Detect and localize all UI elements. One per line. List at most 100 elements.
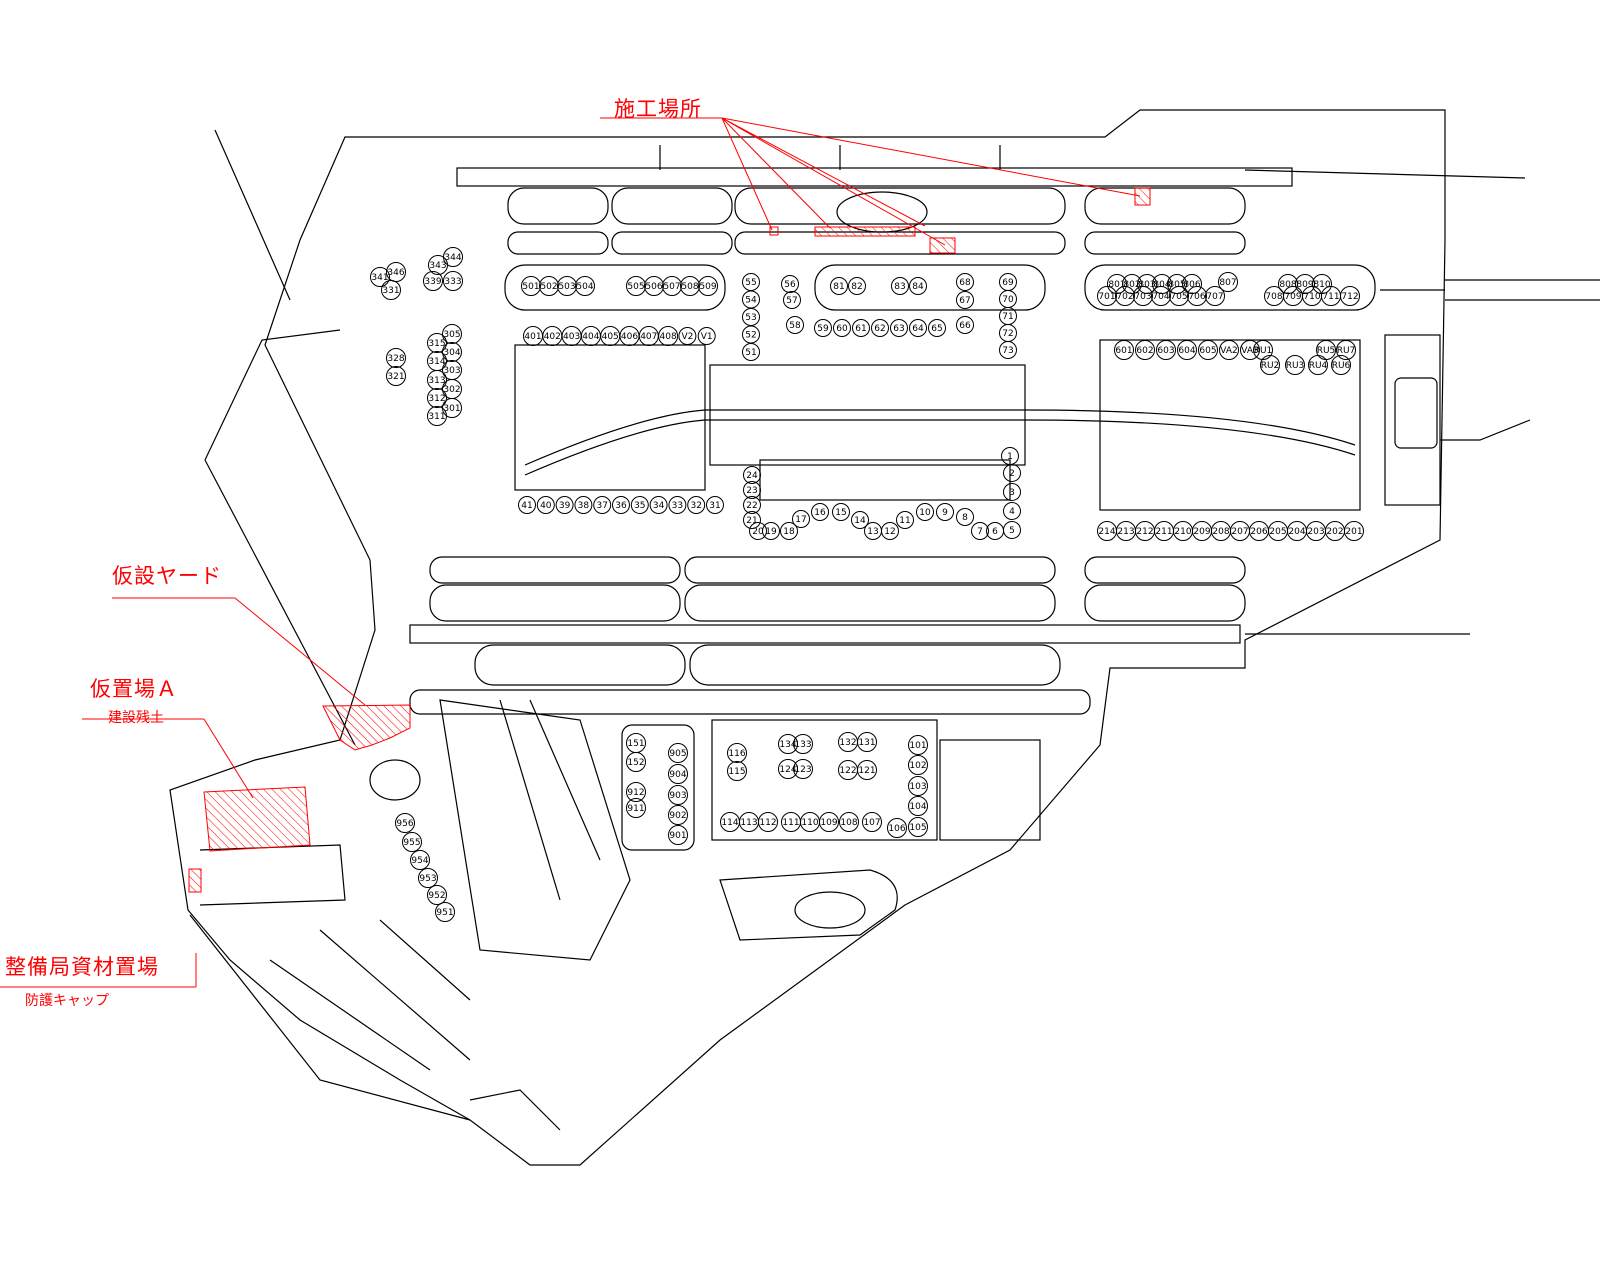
stand-123: 123 bbox=[793, 759, 813, 779]
stand-number: 57 bbox=[786, 296, 797, 306]
stand-35: 35 bbox=[630, 496, 649, 514]
stand-circle bbox=[758, 812, 778, 832]
stand-number: 207 bbox=[1231, 527, 1248, 537]
stand-number: RU7 bbox=[1337, 346, 1356, 356]
stand-number: 321 bbox=[387, 372, 404, 382]
stand-number: 204 bbox=[1288, 527, 1305, 537]
stand-59: 59 bbox=[814, 319, 832, 337]
stand-circle bbox=[1115, 286, 1135, 306]
stand-501: 501 bbox=[521, 276, 541, 296]
stand-401: 401 bbox=[523, 326, 543, 346]
stand-804: 804 bbox=[1152, 274, 1172, 294]
stand-21: 21 bbox=[743, 511, 761, 529]
stand-VA3: VA3 bbox=[1240, 340, 1260, 360]
stand-number: 54 bbox=[745, 296, 757, 306]
stand-803: 803 bbox=[1137, 274, 1157, 294]
stand-circle bbox=[687, 496, 706, 514]
stand-5: 5 bbox=[1003, 521, 1021, 539]
stand-number: 810 bbox=[1313, 280, 1330, 290]
stand-15: 15 bbox=[832, 503, 850, 521]
stand-RU7: RU7 bbox=[1336, 340, 1356, 360]
stand-number: 209 bbox=[1193, 527, 1210, 537]
stand-109: 109 bbox=[819, 812, 839, 832]
stand-3: 3 bbox=[1003, 483, 1021, 501]
stand-84: 84 bbox=[909, 277, 927, 295]
stand-number: 904 bbox=[669, 770, 686, 780]
stand-circle bbox=[916, 503, 934, 521]
stand-number: 901 bbox=[669, 831, 686, 841]
stand-circle bbox=[1336, 340, 1356, 360]
stand-RU2: RU2 bbox=[1260, 355, 1280, 375]
stand-205: 205 bbox=[1268, 521, 1288, 541]
linework bbox=[169, 109, 1600, 1166]
stand-339: 339 bbox=[423, 271, 443, 291]
temp-yard-area bbox=[322, 704, 411, 751]
stand-circle bbox=[575, 276, 595, 296]
stand-number: 343 bbox=[429, 261, 446, 271]
stand-circle bbox=[928, 319, 946, 337]
stand-number: 706 bbox=[1188, 292, 1205, 302]
stand-circle bbox=[644, 276, 664, 296]
stand-circle bbox=[668, 764, 688, 784]
stand-68: 68 bbox=[956, 273, 974, 291]
stand-number: 912 bbox=[627, 788, 644, 798]
stand-60: 60 bbox=[833, 319, 851, 337]
stand-313: 313 bbox=[427, 370, 447, 390]
stand-number: 112 bbox=[759, 818, 776, 828]
stand-number: 35 bbox=[634, 501, 645, 511]
stand-circle bbox=[698, 276, 718, 296]
stand-number: 60 bbox=[836, 324, 848, 334]
stand-circle bbox=[890, 319, 908, 337]
stand-circle bbox=[626, 752, 646, 772]
stand-304: 304 bbox=[442, 342, 462, 362]
stand-circle bbox=[999, 341, 1017, 359]
stand-circle bbox=[1340, 286, 1360, 306]
stand-number: 208 bbox=[1212, 527, 1229, 537]
stand-number: 711 bbox=[1322, 292, 1339, 302]
stand-number: 103 bbox=[909, 782, 926, 792]
stand-number: 122 bbox=[839, 766, 856, 776]
stand-circle bbox=[1114, 340, 1134, 360]
stand-33: 33 bbox=[668, 496, 687, 514]
stand-circle bbox=[1278, 274, 1298, 294]
taxiways bbox=[409, 187, 1376, 715]
stand-506: 506 bbox=[644, 276, 664, 296]
stand-114: 114 bbox=[720, 812, 740, 832]
stand-number: 801 bbox=[1108, 280, 1125, 290]
stand-number: 405 bbox=[602, 332, 619, 342]
stand-151: 151 bbox=[626, 733, 646, 753]
stand-circle bbox=[427, 333, 447, 353]
stand-circle bbox=[881, 522, 899, 540]
stand-number: 709 bbox=[1284, 292, 1301, 302]
stand-number: 401 bbox=[524, 332, 541, 342]
stand-circle bbox=[811, 503, 829, 521]
stand-number: VA2 bbox=[1220, 346, 1237, 356]
stand-number: 313 bbox=[428, 376, 445, 386]
work-site-area-1 bbox=[814, 226, 916, 237]
stand-602: 602 bbox=[1135, 340, 1155, 360]
stand-circle bbox=[908, 796, 928, 816]
stand-number: 805 bbox=[1168, 280, 1185, 290]
stand-712: 712 bbox=[1340, 286, 1360, 306]
stand-circle bbox=[814, 319, 832, 337]
stand-505: 505 bbox=[626, 276, 646, 296]
stand-number: 123 bbox=[794, 765, 811, 775]
stand-number: 707 bbox=[1206, 292, 1223, 302]
stand-number: 102 bbox=[909, 761, 926, 771]
stand-number: 212 bbox=[1136, 527, 1153, 537]
stand-circle bbox=[871, 319, 889, 337]
stand-72: 72 bbox=[999, 324, 1017, 342]
stand-403: 403 bbox=[561, 326, 582, 346]
stand-951: 951 bbox=[435, 902, 455, 922]
stand-number: 311 bbox=[428, 412, 445, 422]
stand-124: 124 bbox=[778, 759, 798, 779]
stand-circle bbox=[793, 734, 813, 754]
stand-circle bbox=[427, 370, 447, 390]
stand-number: 63 bbox=[893, 324, 904, 334]
stand-number: 16 bbox=[814, 508, 826, 518]
stand-circle bbox=[743, 466, 761, 484]
stand-circle bbox=[833, 319, 851, 337]
stand-number: 121 bbox=[858, 766, 875, 776]
stand-circle bbox=[539, 276, 559, 296]
stand-103: 103 bbox=[908, 776, 928, 796]
